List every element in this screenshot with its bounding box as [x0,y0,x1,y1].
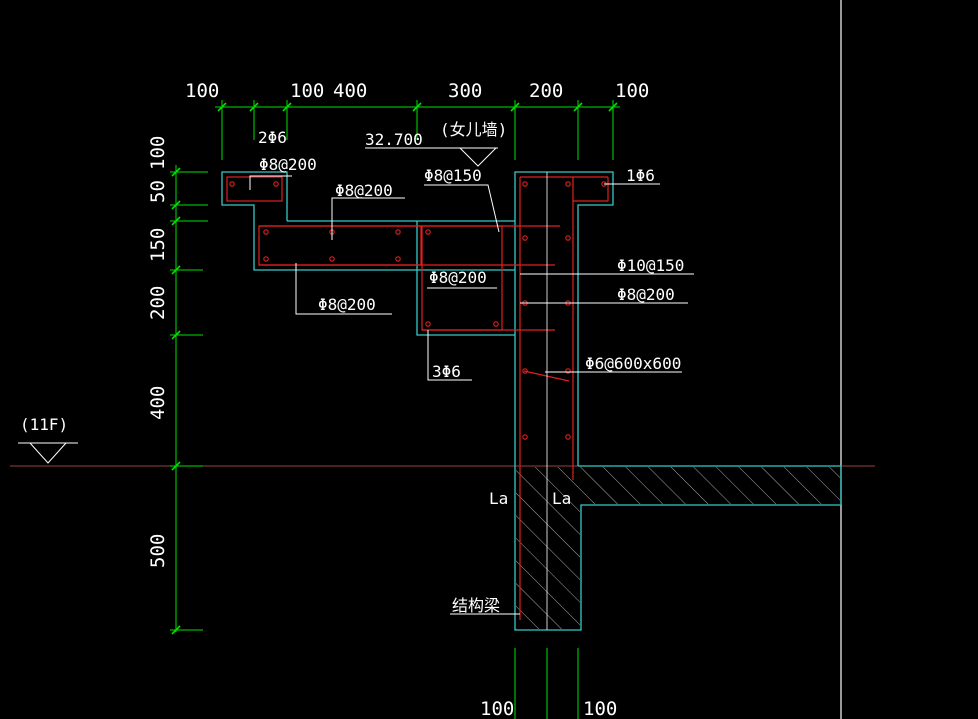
rebar-lines [226,176,609,620]
label-cap-stirrup: Φ8@200 [259,155,317,174]
left-dimension-texts: 100 50 150 200 400 500 [147,136,169,568]
label-top-bars: 2Φ6 [258,128,287,147]
elevation-marker-left [18,442,78,464]
top-dim-5: 200 [529,80,563,102]
bottom-dimension-lines [514,648,579,719]
top-dimension-chain [215,100,620,160]
label-wall-vertical: Φ10@150 [617,256,684,275]
top-dim-6: 100 [615,80,649,102]
label-beam-stirrup: Φ8@200 [318,295,376,314]
label-parapet: (女儿墙) [440,120,507,139]
label-wall-horizontal: Φ8@200 [617,285,675,304]
top-dim-3: 400 [333,80,367,102]
top-dim-2: 100 [290,80,324,102]
label-anchor-right: La [552,489,571,508]
left-dim-3: 150 [147,228,169,262]
left-dim-4: 200 [147,286,169,320]
left-dim-1: 100 [147,136,169,170]
left-dimension-chain [170,165,208,635]
label-tie-bars: Φ6@600x600 [585,354,681,373]
label-floor: (11F) [20,415,68,434]
left-dim-6: 500 [147,534,169,568]
label-slab-bars: Φ8@200 [335,181,393,200]
label-lower-slab-bars: Φ8@200 [429,268,487,287]
concrete-outline [221,171,842,631]
top-dimension-texts: 100 100 400 300 200 100 [185,80,649,102]
label-elevation: 32.700 [365,130,423,149]
label-structural-beam: 结构梁 [452,596,500,615]
bottom-dim-1: 100 [480,698,514,719]
slab-hatch [580,467,840,504]
left-dim-5: 400 [147,386,169,420]
leader-lines [249,147,694,615]
label-beam-bottom-bars: 3Φ6 [432,362,461,381]
left-dim-2: 50 [147,180,169,203]
top-dim-4: 300 [448,80,482,102]
label-anchor-left: La [489,489,508,508]
structural-beam-hatch [516,467,580,629]
label-wall-bars-top: Φ8@150 [424,166,482,185]
label-drip-bar: 1Φ6 [626,166,655,185]
annotation-texts: 2Φ6 Φ8@200 Φ8@200 32.700 (女儿墙) Φ8@150 1Φ… [20,120,684,615]
bottom-dim-2: 100 [583,698,617,719]
top-dim-1: 100 [185,80,219,102]
